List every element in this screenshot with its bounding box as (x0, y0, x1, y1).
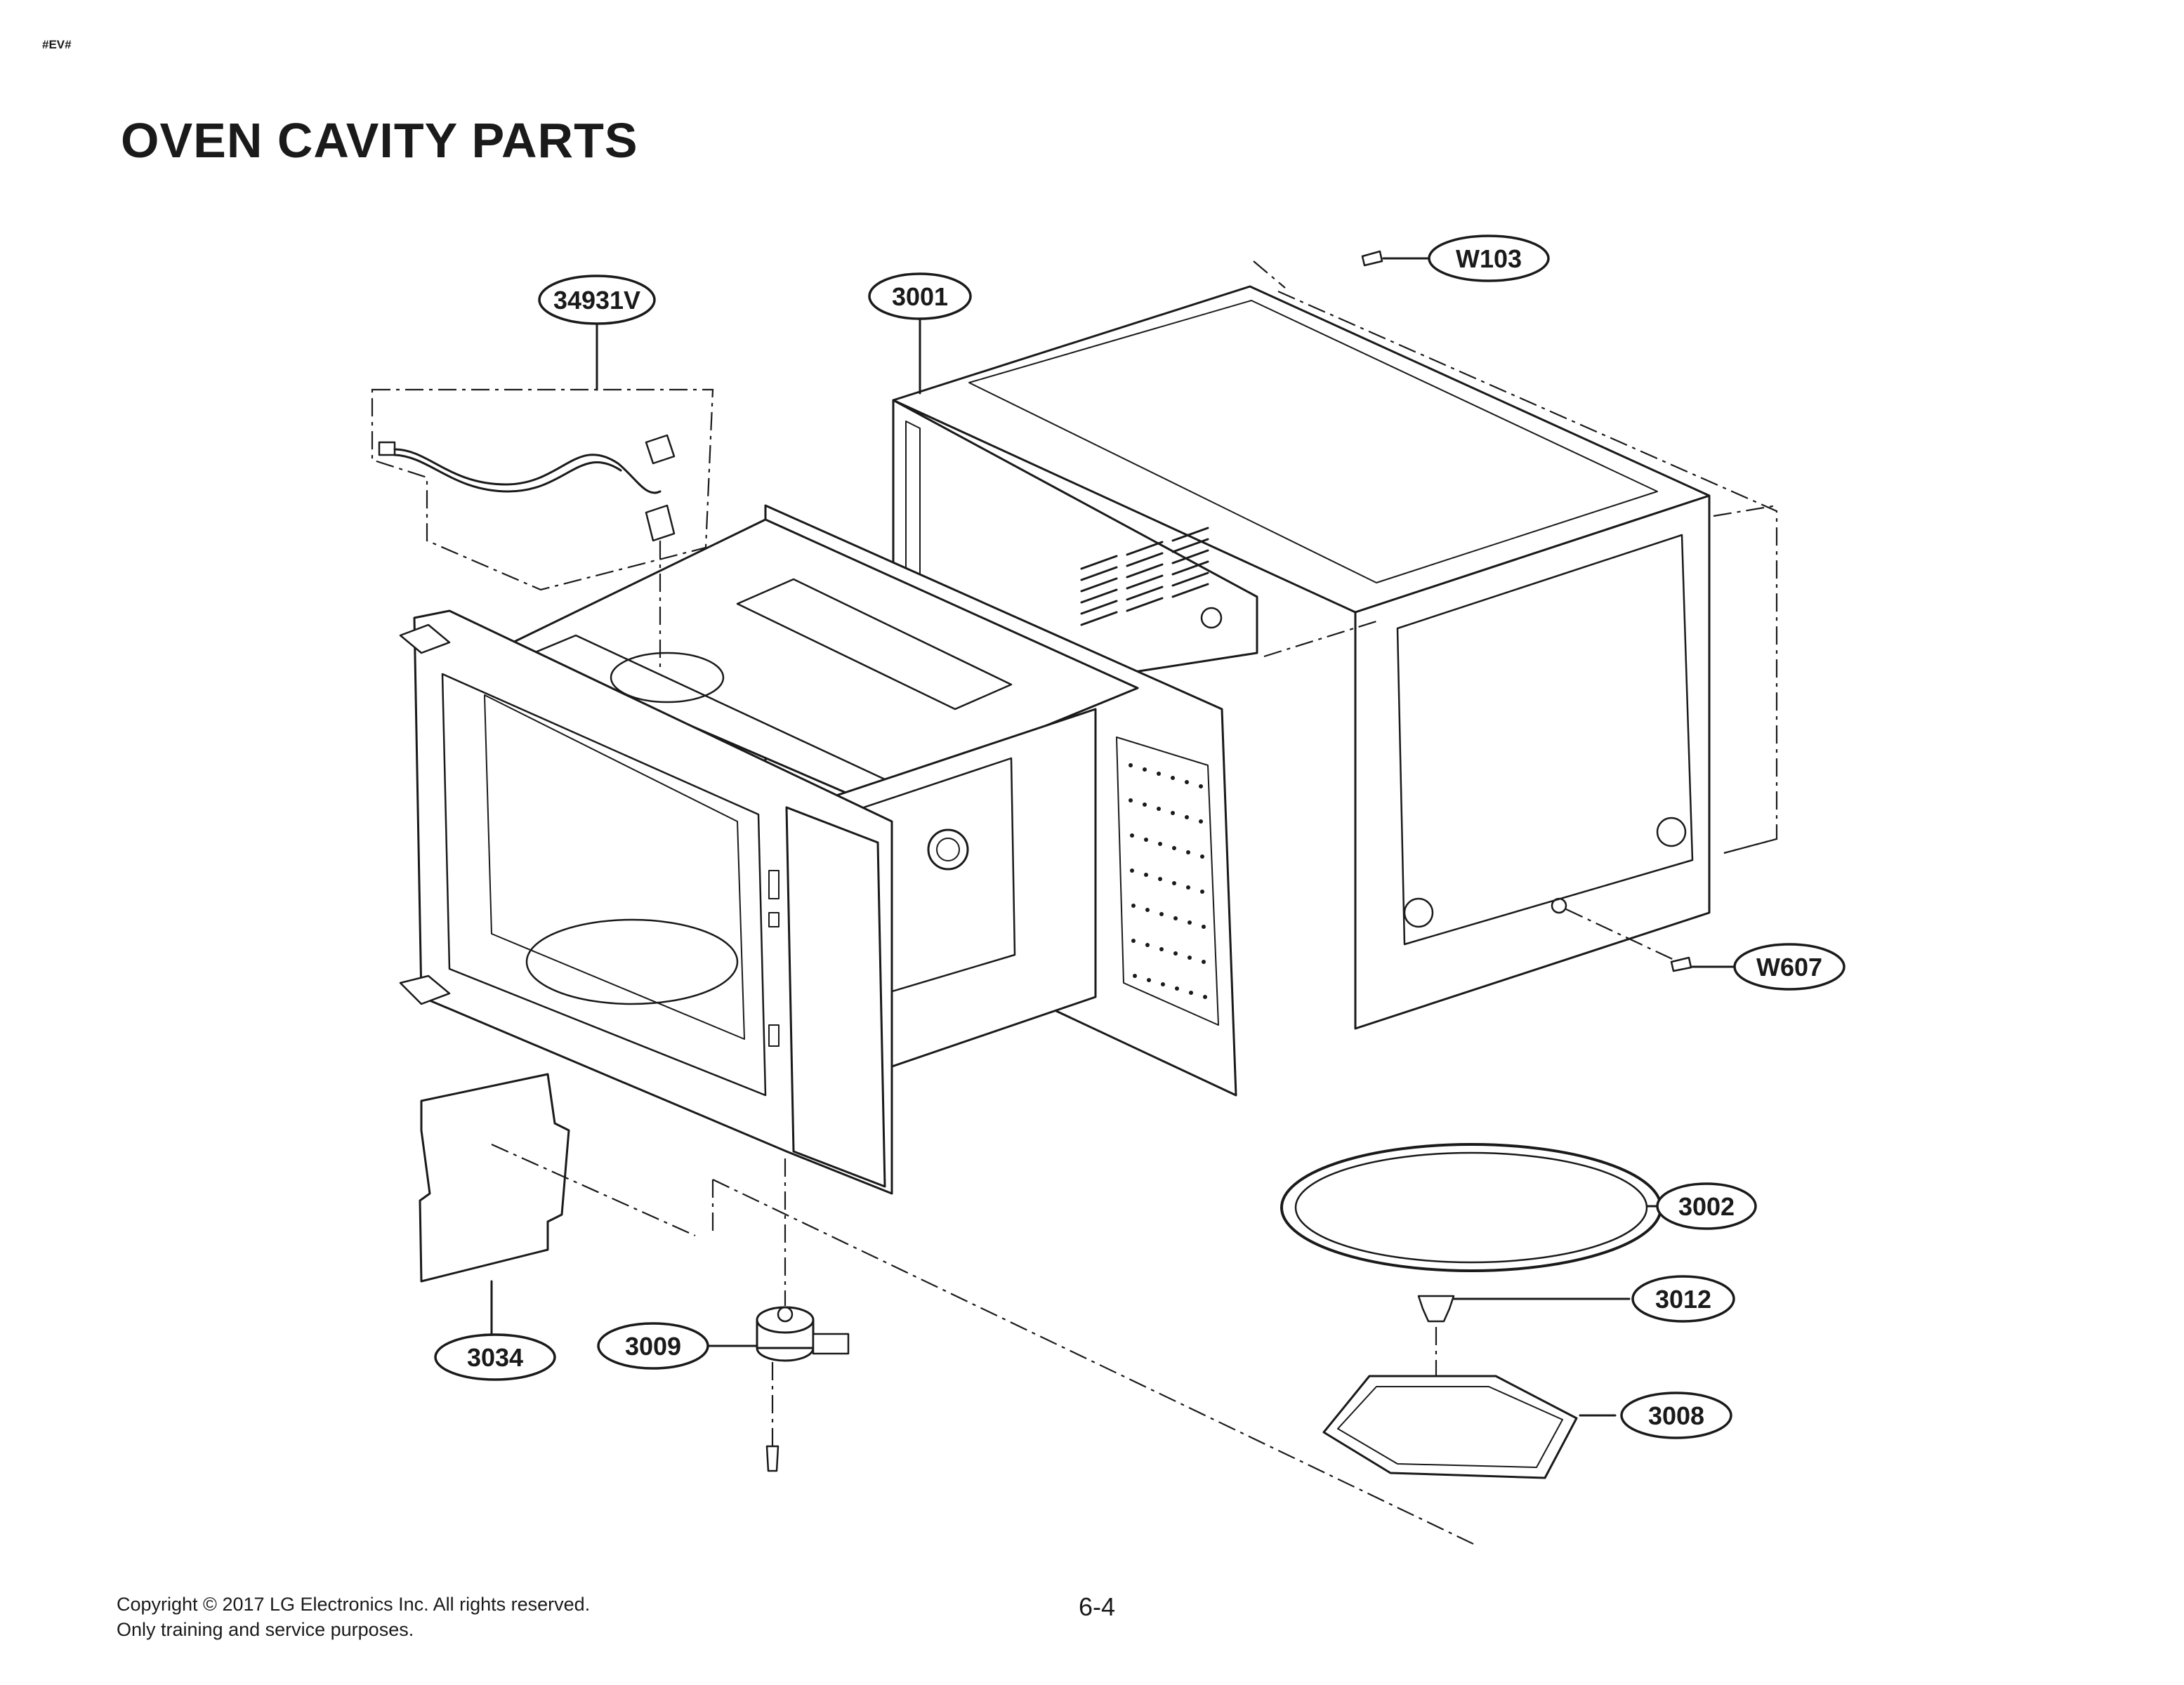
callout-label-3008: 3008 (1648, 1401, 1704, 1430)
usage-note: Only training and service purposes. (117, 1619, 414, 1640)
callout-label-W103: W103 (1456, 244, 1522, 273)
copyright-text: Copyright © 2017 LG Electronics Inc. All… (117, 1594, 591, 1615)
callout-3012: 3012 (1631, 1275, 1735, 1323)
callout-label-3009: 3009 (625, 1332, 681, 1361)
turntable-parts-drawing (1280, 1143, 1662, 1479)
callout-label-3012: 3012 (1655, 1285, 1711, 1314)
cover-drawing (419, 1073, 696, 1283)
assembly-guide-lines (1253, 260, 1778, 963)
screws-drawing (1361, 250, 1692, 972)
callout-label-3002: 3002 (1678, 1192, 1735, 1221)
page-title: OVEN CAVITY PARTS (121, 113, 638, 168)
mesh-dots (1129, 763, 1207, 999)
oven-cavity-drawing (399, 504, 1237, 1195)
motor-drawing (711, 1158, 1475, 1545)
callout-label-3034: 3034 (467, 1343, 523, 1372)
callout-34931V: 34931V (538, 275, 656, 325)
document-tag: #EV# (42, 38, 72, 51)
callout-3034: 3034 (434, 1333, 556, 1381)
callout-3002: 3002 (1656, 1182, 1757, 1230)
callout-label-3001: 3001 (892, 282, 948, 311)
harness-drawing (371, 388, 714, 667)
callout-label-34931V: 34931V (553, 286, 640, 315)
callout-3009: 3009 (597, 1322, 709, 1370)
page-number: 6-4 (1079, 1592, 1116, 1621)
callout-3008: 3008 (1620, 1392, 1732, 1439)
callout-3001: 3001 (868, 272, 972, 320)
callout-W607: W607 (1733, 943, 1846, 991)
callout-leaders (490, 257, 1736, 1417)
callout-W103: W103 (1428, 234, 1550, 282)
callout-label-W607: W607 (1756, 953, 1822, 982)
